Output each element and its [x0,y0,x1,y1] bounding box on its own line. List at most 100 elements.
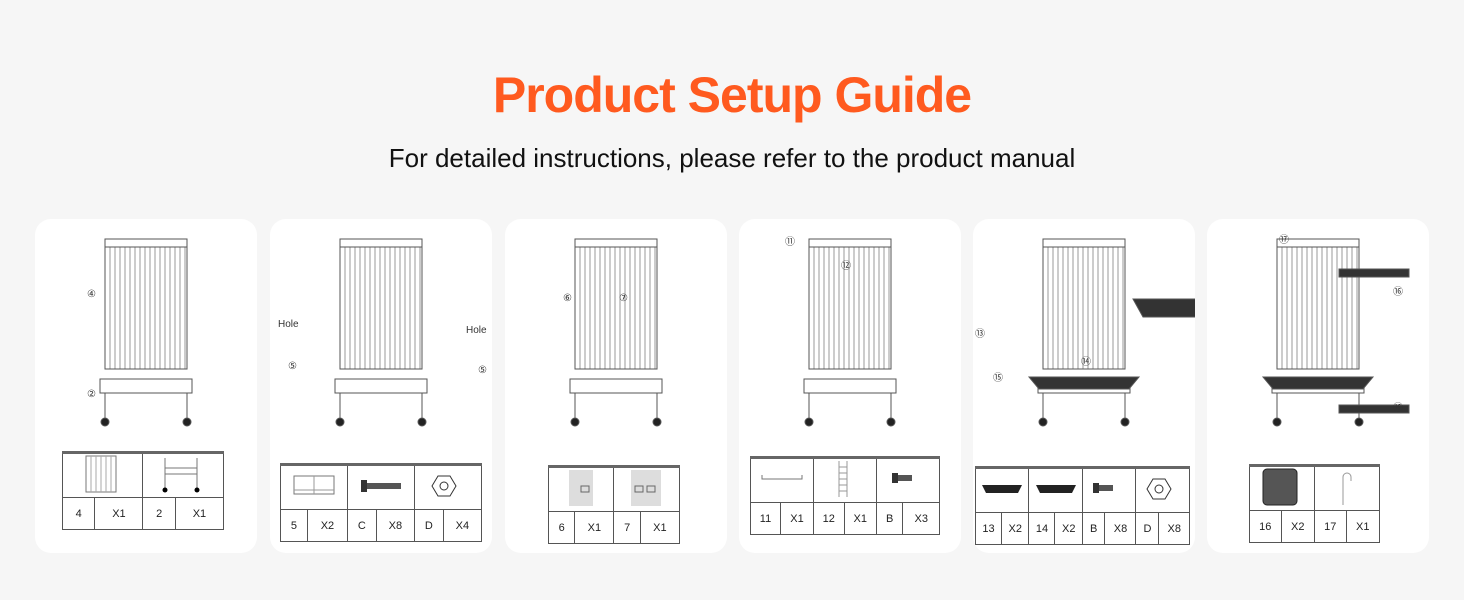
cage-panel-icon [85,455,117,493]
part-image [280,464,348,510]
page-title: Product Setup Guide [492,67,972,123]
part-image [1081,467,1137,513]
cage-assembly-diagram [1261,238,1410,427]
part-quantity: X1 [94,497,144,530]
tray-icon [1035,485,1076,493]
part-quantity: X1 [779,502,814,535]
part-quantity: X1 [174,497,225,530]
part-id: 12 [812,502,845,535]
door-panel-icon [569,470,594,506]
nut-icon [431,475,457,497]
part-id: 13 [975,512,1002,545]
part-callout: ⑫ [841,261,851,272]
part-id: C [346,509,377,542]
part-image [413,464,483,510]
part-quantity: X2 [1054,512,1083,545]
part-image [346,464,415,510]
part-quantity: X1 [1345,510,1381,543]
part-callout: ⑰ [1279,235,1289,246]
perch-bar-icon [761,475,803,480]
side-panel-icon [293,475,335,495]
part-id: 11 [750,502,781,535]
part-quantity: X1 [574,511,615,544]
part-image [613,466,680,512]
part-id: 4 [61,497,96,530]
part-id: 6 [547,511,576,544]
part-image [142,452,224,498]
part-quantity: X2 [1280,510,1315,543]
part-image [1028,467,1083,513]
part-image [1313,465,1381,511]
part-callout: Hole [278,319,299,330]
part-quantity: X3 [902,502,940,535]
drawer-tray-icon [1262,468,1298,506]
short-bolt-icon [1093,483,1114,493]
part-image [974,467,1030,513]
short-bolt-icon [891,473,912,483]
part-quantity: X1 [843,502,877,535]
cage-assembly-diagram [334,238,428,427]
cage-assembly-diagram [99,238,193,427]
part-callout: ⑬ [975,329,985,340]
part-image [547,466,615,512]
part-callout: ⑤ [288,361,297,372]
part-image [875,457,941,503]
part-callout: Hole [466,325,487,336]
part-callout: ⑥ [563,293,572,304]
part-callout: ⑪ [785,237,795,248]
cage-assembly-diagram [569,238,663,427]
part-image [1249,465,1315,511]
part-callout: ⑯ [1393,403,1403,414]
part-id: 2 [142,497,176,530]
nut-icon [1146,478,1172,500]
cage-assembly-diagram [1027,238,1195,427]
part-image [812,457,877,503]
part-callout: ⑯ [1393,287,1403,298]
part-id: 5 [280,509,308,542]
part-quantity: X2 [306,509,348,542]
part-quantity: X8 [1158,512,1190,545]
part-quantity: X8 [1104,512,1137,545]
part-id: D [1135,512,1160,545]
tray-icon [982,485,1023,493]
long-bolt-icon [360,480,401,492]
part-callout: ④ [87,289,96,300]
part-id: 16 [1249,510,1282,543]
ladder-icon [838,461,848,497]
part-callout: ⑮ [993,373,1003,384]
page-subtitle: For detailed instructions, please refer … [388,143,1076,173]
cage-assembly-diagram [803,238,897,427]
part-id: 7 [613,511,641,544]
part-id: 14 [1028,512,1056,545]
part-id: 17 [1313,510,1347,543]
stand-base-icon [162,458,200,493]
part-quantity: X2 [1000,512,1030,545]
part-image [61,452,144,498]
part-image [750,457,814,503]
hook-icon [1342,472,1352,505]
part-callout: ⑤ [478,365,487,376]
part-callout: ⑦ [619,293,628,304]
part-id: B [1081,512,1106,545]
part-image [1135,467,1190,513]
part-callout: ⑭ [1081,357,1091,368]
part-id: D [413,509,444,542]
part-quantity: X1 [639,511,681,544]
double-door-panel-icon [630,470,661,506]
part-quantity: X4 [442,509,483,542]
part-callout: ② [87,389,96,400]
part-id: B [875,502,904,535]
part-quantity: X8 [375,509,415,542]
